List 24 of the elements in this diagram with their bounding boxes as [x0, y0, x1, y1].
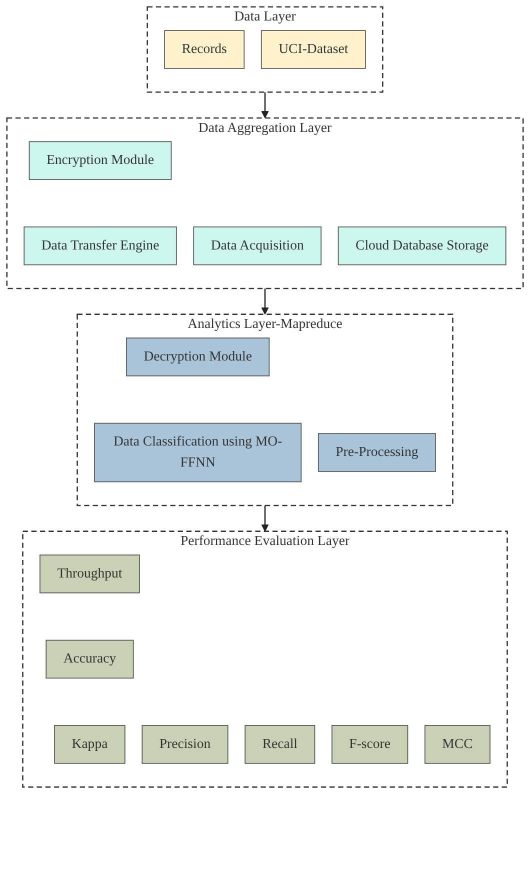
- cluster: [6, 117, 524, 290]
- node-box: [244, 725, 316, 764]
- node-box: [54, 725, 126, 764]
- arrow: [261, 505, 269, 532]
- node-box: [318, 433, 436, 472]
- node-box: [193, 226, 322, 266]
- node-box: [126, 338, 270, 376]
- layer-diagram: Performance Evaluation Layer Throughput Accuracy Kappa Precision Recall F-score MCC Analytics Layer-Mapreduce Decryption Module Data Classification using MO-FFNN Pre-Processing Data Aggregation Layer Encryption Module Data Transfer Engine Data Acquisition Cloud Database Storage Data Layer Records UCI-Dataset: [0, 0, 530, 794]
- node-box: [332, 725, 408, 764]
- arrow: [261, 288, 269, 315]
- node-box: [424, 725, 490, 764]
- cluster: [146, 6, 384, 93]
- node-box: [260, 30, 366, 69]
- node-box: [46, 640, 134, 679]
- node-box: [164, 30, 245, 69]
- node-box: [94, 422, 302, 482]
- node-box: [338, 226, 506, 266]
- arrow: [261, 92, 269, 118]
- cluster: [22, 530, 508, 788]
- cluster: [76, 314, 454, 506]
- node-box: [40, 554, 140, 594]
- node-box: [24, 226, 177, 266]
- node-box: [28, 141, 172, 180]
- node-box: [142, 725, 228, 764]
